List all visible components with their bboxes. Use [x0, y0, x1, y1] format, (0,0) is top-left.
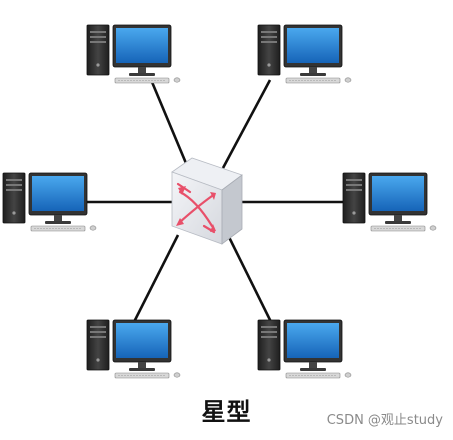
diagram-caption: 星型: [201, 398, 252, 426]
computer-icon: [2, 172, 97, 232]
computer-icon: [257, 24, 352, 84]
link-bottom-right: [226, 234, 274, 325]
link-top-right: [221, 79, 272, 169]
switch-icon: [171, 157, 243, 245]
computer-icon: [342, 172, 437, 232]
link-top-left: [150, 81, 190, 169]
computer-icon: [86, 319, 181, 379]
watermark: CSDN @观止study: [326, 413, 443, 428]
link-bottom-left: [132, 234, 180, 323]
computer-icon: [257, 319, 352, 379]
links: [86, 79, 360, 325]
computer-icon: [86, 24, 181, 84]
